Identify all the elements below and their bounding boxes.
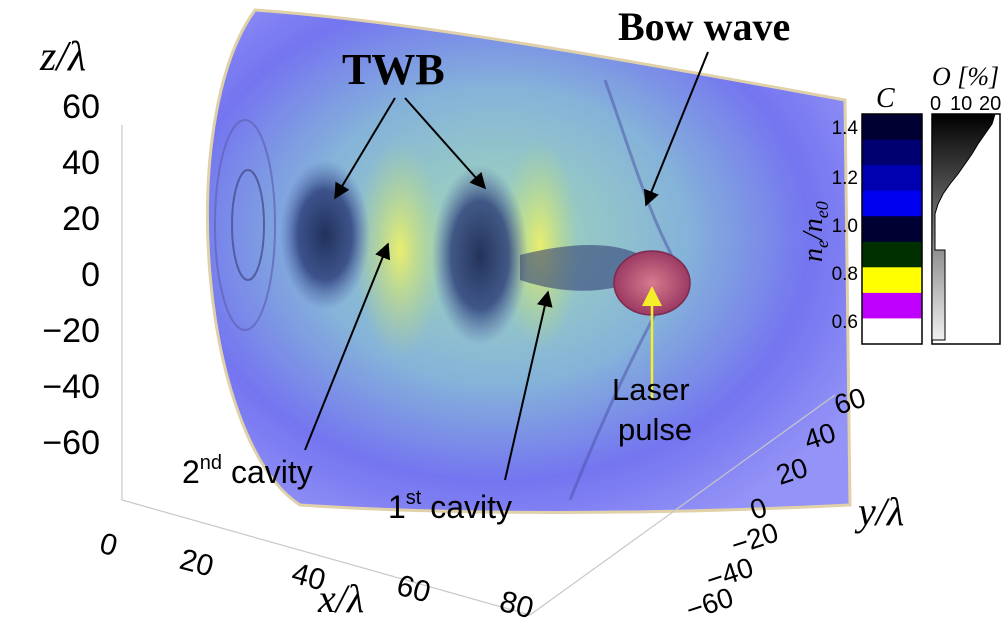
legend-c-swatch: [862, 165, 922, 192]
legend-o-tick: 20: [979, 93, 1001, 115]
back-rim-inner: [231, 169, 265, 281]
x-tick: 0: [96, 527, 121, 563]
legend-c-swatch: [862, 139, 922, 166]
legend-c-label: C: [876, 83, 895, 114]
legend-c-swatch: [862, 241, 922, 268]
plasma-volume: [205, 8, 852, 514]
x-axis: 0 20 40 60 80: [96, 527, 537, 622]
cavity1-label: 1st cavity: [388, 487, 512, 525]
legend-o-label: O [%]: [932, 62, 999, 91]
legend-c-swatch: [862, 292, 922, 319]
y-tick: −60: [682, 582, 737, 622]
x-tick: 20: [176, 543, 217, 584]
legend-c-swatch: [862, 216, 922, 243]
legend-c-frame: [861, 113, 923, 345]
z-tick: −60: [42, 424, 100, 462]
ne-tick: 1.4: [832, 118, 859, 139]
legend-ne-label: ne/ne0: [798, 201, 832, 262]
ne-tick: 0.8: [832, 264, 858, 285]
z-tick: −40: [42, 368, 100, 406]
x-tick: 60: [393, 569, 434, 610]
legend-o-tick: 0: [930, 93, 941, 115]
z-tick: 40: [62, 144, 100, 182]
legend-c-swatch: [862, 267, 922, 294]
twb-arrow-right: [404, 97, 487, 190]
ne-tick: 1.0: [832, 216, 858, 237]
x-axis-label: x/λ: [317, 576, 364, 621]
x-tick: 80: [496, 585, 537, 622]
z-axis-label: z/λ: [39, 34, 86, 80]
bow-wave-arrow: [643, 51, 709, 207]
z-tick: 20: [62, 200, 100, 238]
back-rim: [214, 119, 276, 331]
laser-label-line2: pulse: [618, 412, 692, 447]
yellow-band-back: [355, 140, 445, 360]
z-tick: 60: [62, 88, 100, 126]
legend-c-colorbar: [862, 114, 922, 345]
ne-tick: 1.2: [832, 168, 858, 189]
laser-label-line1: Laser: [612, 372, 690, 407]
legend-c-swatch: [862, 190, 922, 217]
bow-wave-label: Bow wave: [618, 4, 790, 49]
ne-tick: 0.6: [832, 312, 858, 333]
legend-c-swatch: [862, 318, 922, 345]
cavity2-label: 2nd cavity: [182, 452, 313, 490]
legend-o-profile: [931, 113, 996, 341]
legend-ne-ticks: 1.4 1.2 1.0 0.8 0.6: [832, 118, 859, 333]
cavity-1st: [432, 165, 528, 345]
z-axis: 60 40 20 0 −20 −40 −60: [42, 88, 100, 462]
twb-arrow-left: [334, 97, 396, 200]
legend-c-swatch: [862, 114, 922, 141]
twb-label: TWB: [342, 45, 445, 94]
cavity1-arrow: [504, 290, 553, 481]
z-tick: −20: [42, 312, 100, 350]
cavity2-arrow: [304, 242, 391, 451]
cavity-2nd: [280, 160, 370, 310]
y-tick: −20: [727, 517, 782, 561]
y-axis-label: y/λ: [854, 489, 904, 534]
z-tick: 0: [81, 256, 100, 294]
legend-o-tick: 10: [950, 93, 972, 115]
axis-frame: [121, 125, 836, 616]
legend: C O [%] 0 10 20 1.4 1.2 1.0 0.8 0.6 ne/n…: [798, 62, 1001, 345]
